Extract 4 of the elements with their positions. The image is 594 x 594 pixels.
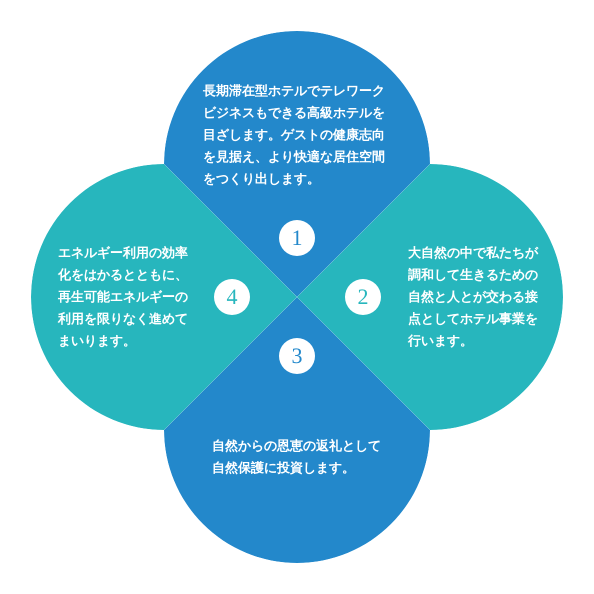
description-text: 自然からの恩恵の返礼として自然保護に投資します。 (212, 438, 382, 478)
description-text: 長期滞在型ホテルでテレワークビジネスもできる高級ホテルを目ざします。ゲストの健康志向を見据え、より快適な居住空間をつくり出します。 (203, 83, 386, 189)
description-text: エネルギー利用の効率化をはかるとともに、再生可能エネルギーの利用を限りなく進めてまいります。 (58, 244, 189, 351)
description-text: 大自然の中で私たちが調和して生きるための自然と人とが交わる接点としてホテル事業を行います。 (408, 245, 540, 351)
